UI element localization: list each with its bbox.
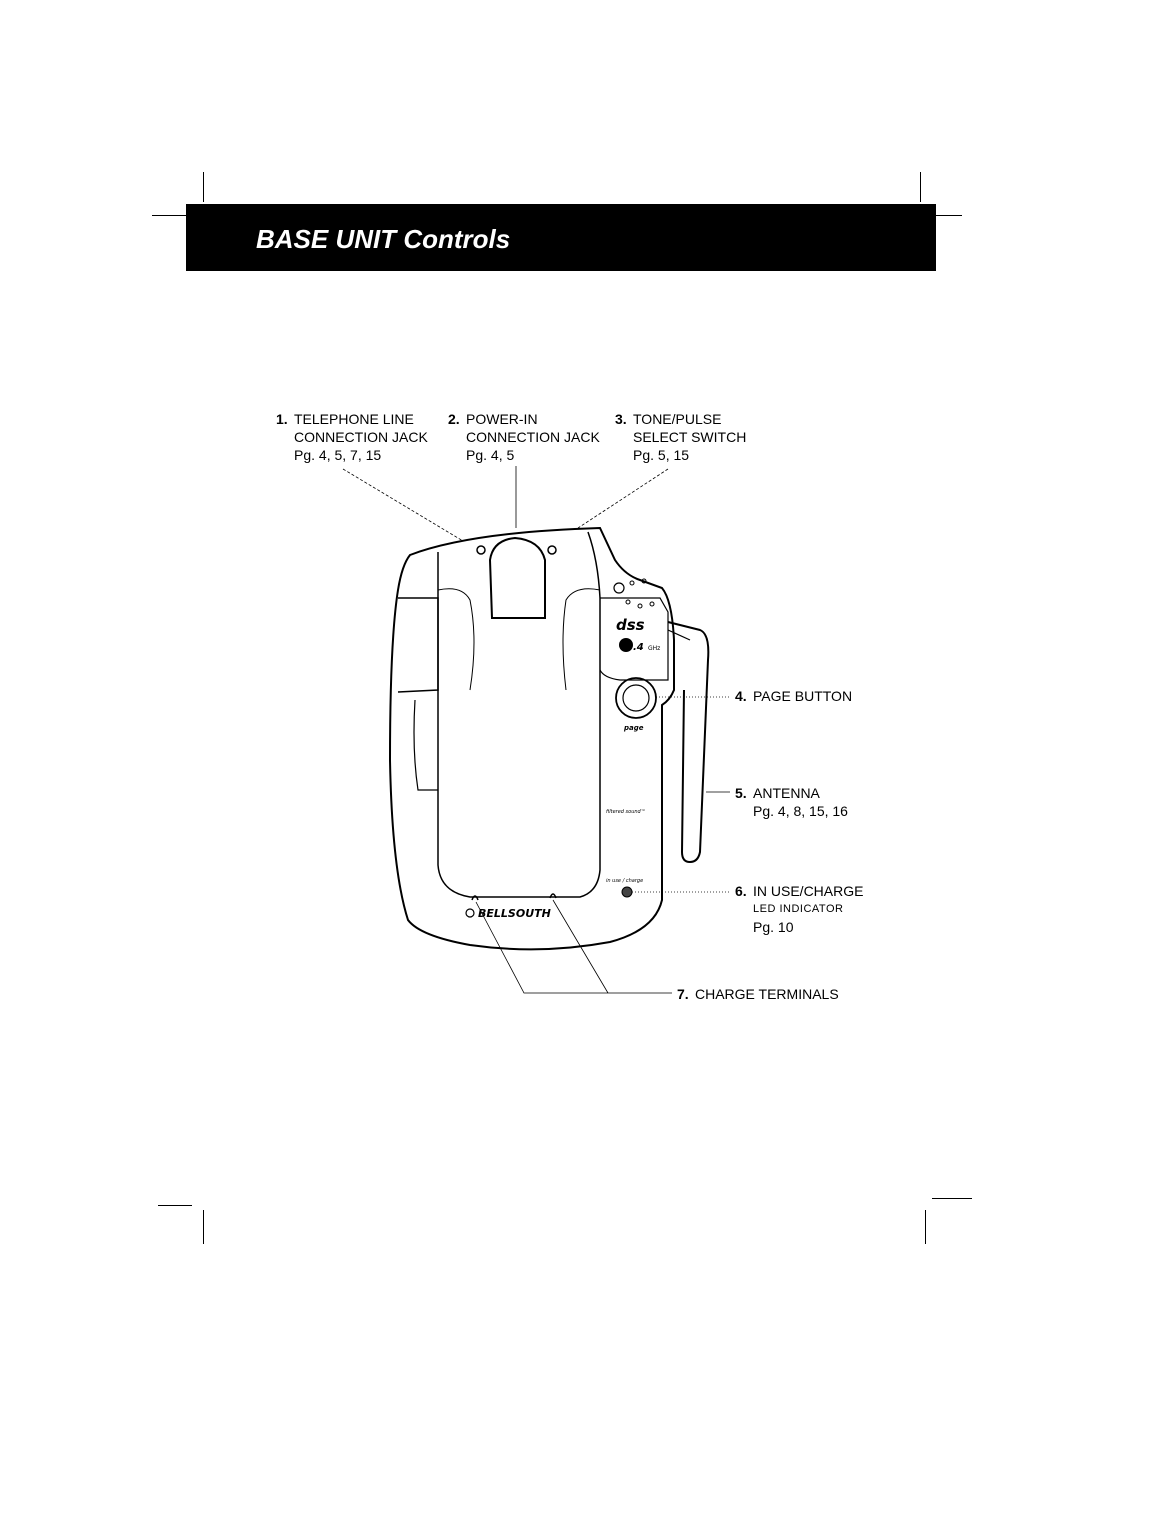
- left-grip: [398, 598, 438, 692]
- callout-led-indicator: 6.IN USE/CHARGE LED INDICATOR Pg. 10: [735, 882, 863, 936]
- page-label: page: [623, 724, 644, 732]
- led-indicator-icon: [622, 887, 632, 897]
- filtered-sound-label: filtered sound™: [606, 809, 646, 815]
- power-jack-icon: [548, 546, 556, 554]
- page-button-icon: [616, 678, 656, 718]
- callout-charge-terminals: 7.CHARGE TERMINALS: [677, 985, 839, 1003]
- belt-clip: [490, 538, 545, 618]
- handset-cradle: [438, 532, 600, 897]
- callout-page-button: 4.PAGE BUTTON: [735, 687, 852, 705]
- callout-power-in-jack: 2.POWER-IN CONNECTION JACK Pg. 4, 5: [448, 410, 600, 464]
- freq-text: .4: [633, 642, 644, 653]
- base-unit-body: [390, 528, 674, 949]
- callout-telephone-line-jack: 1.TELEPHONE LINE CONNECTION JACK Pg. 4, …: [276, 410, 428, 464]
- freq-unit-text: GHz: [648, 645, 660, 652]
- in-use-charge-label: in use / charge: [606, 878, 643, 884]
- brand-logo-icon: [466, 909, 474, 917]
- telephone-jack-icon: [477, 546, 485, 554]
- charge-terminal-left: [472, 896, 478, 900]
- leader-line-1: [343, 469, 463, 541]
- callout-antenna: 5.ANTENNA Pg. 4, 8, 15, 16: [735, 784, 848, 820]
- leader-line-3: [578, 469, 668, 528]
- dss-logo-text: dss: [616, 616, 645, 634]
- brand-text: BELLSOUTH: [478, 907, 551, 920]
- callout-tone-pulse-switch: 3.TONE/PULSE SELECT SWITCH Pg. 5, 15: [615, 410, 746, 464]
